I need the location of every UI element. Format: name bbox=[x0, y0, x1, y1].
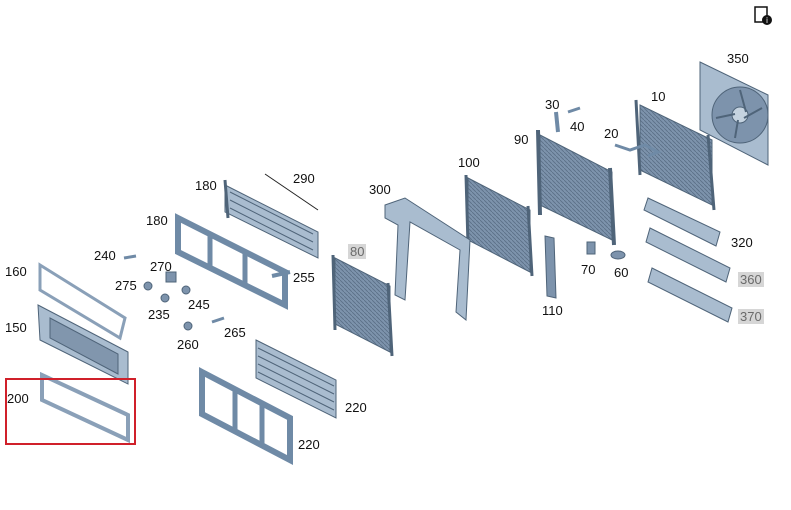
label-300[interactable]: 300 bbox=[369, 182, 391, 197]
label-10[interactable]: 10 bbox=[651, 89, 666, 104]
part-180-carrier[interactable] bbox=[175, 213, 288, 310]
part-300-frame[interactable] bbox=[384, 197, 471, 322]
part-30-bracket[interactable] bbox=[554, 111, 560, 133]
part-265-clip[interactable] bbox=[211, 316, 225, 324]
label-180-lower[interactable]: 180 bbox=[146, 213, 168, 228]
label-350[interactable]: 350 bbox=[727, 51, 749, 66]
label-275[interactable]: 275 bbox=[115, 278, 137, 293]
part-370-deflector[interactable] bbox=[647, 267, 733, 323]
label-235[interactable]: 235 bbox=[148, 307, 170, 322]
selected-part-highlight bbox=[5, 378, 136, 445]
part-220-lower-frame[interactable] bbox=[199, 367, 293, 465]
label-360[interactable]: 360 bbox=[738, 272, 764, 287]
label-240[interactable]: 240 bbox=[94, 248, 116, 263]
part-350-fan-shroud[interactable] bbox=[699, 61, 769, 166]
part-245-pin[interactable] bbox=[181, 285, 191, 295]
label-20[interactable]: 20 bbox=[604, 126, 619, 141]
label-320[interactable]: 320 bbox=[731, 235, 753, 250]
part-320-deflector[interactable] bbox=[643, 197, 721, 247]
part-200-frame[interactable] bbox=[40, 371, 130, 444]
part-160-seal[interactable] bbox=[38, 262, 127, 341]
label-245[interactable]: 245 bbox=[188, 297, 210, 312]
part-180-upper-shutter[interactable] bbox=[223, 179, 319, 259]
part-60-clip[interactable] bbox=[610, 250, 626, 260]
label-30[interactable]: 30 bbox=[545, 97, 560, 112]
part-240-screw[interactable] bbox=[123, 254, 137, 260]
part-10-radiator[interactable] bbox=[634, 99, 716, 211]
label-80[interactable]: 80 bbox=[348, 244, 367, 259]
label-370[interactable]: 370 bbox=[738, 309, 764, 324]
label-40[interactable]: 40 bbox=[570, 119, 585, 134]
part-270-clip[interactable] bbox=[165, 271, 177, 283]
label-150[interactable]: 150 bbox=[5, 320, 27, 335]
part-150-air-duct[interactable] bbox=[37, 304, 129, 385]
part-80-condenser[interactable] bbox=[331, 254, 394, 357]
label-220-shutter[interactable]: 220 bbox=[345, 400, 367, 415]
label-200[interactable]: 200 bbox=[7, 391, 29, 406]
label-255[interactable]: 255 bbox=[293, 270, 315, 285]
part-220-shutter[interactable] bbox=[255, 339, 337, 419]
label-110[interactable]: 110 bbox=[542, 303, 563, 318]
label-180-upper[interactable]: 180 bbox=[195, 178, 217, 193]
part-255-bolt[interactable] bbox=[271, 270, 291, 278]
part-90-condenser[interactable] bbox=[536, 129, 616, 246]
label-90[interactable]: 90 bbox=[514, 132, 529, 147]
part-260-pin[interactable] bbox=[183, 321, 193, 331]
label-160[interactable]: 160 bbox=[5, 264, 27, 279]
label-70[interactable]: 70 bbox=[581, 262, 596, 277]
label-220-frame[interactable]: 220 bbox=[298, 437, 320, 452]
part-360-deflector[interactable] bbox=[645, 227, 731, 283]
part-275-pin[interactable] bbox=[143, 281, 153, 291]
document-info-icon[interactable]: i bbox=[753, 6, 773, 26]
part-20-pipe[interactable] bbox=[614, 143, 662, 158]
part-100-cooler[interactable] bbox=[464, 174, 534, 277]
part-110-strip[interactable] bbox=[544, 235, 557, 299]
part-40-screw[interactable] bbox=[567, 106, 581, 114]
part-70-clip[interactable] bbox=[586, 241, 596, 255]
label-100[interactable]: 100 bbox=[458, 155, 480, 170]
label-265[interactable]: 265 bbox=[224, 325, 246, 340]
svg-text:i: i bbox=[766, 16, 768, 25]
label-260[interactable]: 260 bbox=[177, 337, 199, 352]
label-290[interactable]: 290 bbox=[293, 171, 315, 186]
part-235-pin[interactable] bbox=[160, 293, 170, 303]
label-270[interactable]: 270 bbox=[150, 259, 172, 274]
label-60[interactable]: 60 bbox=[614, 265, 629, 280]
part-290-leader-line bbox=[264, 173, 319, 211]
